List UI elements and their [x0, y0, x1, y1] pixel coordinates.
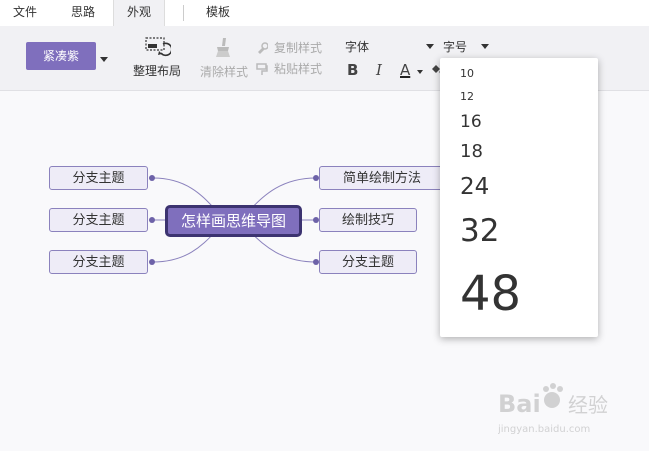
layout-label[interactable]: 整理布局 [133, 64, 182, 78]
branch-node-right-3[interactable]: 分支主题 [319, 250, 417, 274]
font-color-button[interactable]: A [400, 61, 411, 79]
branch-node-left-1[interactable]: 分支主题 [49, 166, 148, 190]
svg-text:经验: 经验 [568, 393, 608, 417]
branch-node-left-2[interactable]: 分支主题 [49, 208, 148, 232]
expand-handle-right-3[interactable] [313, 259, 319, 265]
font-size-option-16[interactable]: 16 [460, 112, 482, 132]
font-size-dropdown: 10 12 16 18 24 32 48 [440, 58, 598, 337]
tab-template[interactable]: 模板 [205, 5, 230, 19]
layout-icon[interactable] [145, 37, 171, 57]
font-size-option-10[interactable]: 10 [460, 67, 474, 80]
baidu-watermark-logo: Bai 经验 jingyan.baidu.com [498, 383, 608, 435]
tab-ideas[interactable]: 思路 [70, 5, 95, 19]
font-size-option-18[interactable]: 18 [460, 141, 483, 162]
font-size-option-32[interactable]: 32 [460, 213, 500, 249]
svg-text:jingyan.baidu.com: jingyan.baidu.com [498, 424, 590, 435]
copy-style-label: 复制样式 [274, 41, 323, 55]
italic-button[interactable]: I [376, 61, 382, 79]
paste-style-button: 粘贴样式 [256, 60, 322, 77]
font-size-chevron-down-icon[interactable] [481, 44, 489, 49]
copy-style-icon [258, 42, 268, 54]
expand-handle-left-1[interactable] [149, 175, 155, 181]
expand-handle-right-2[interactable] [313, 217, 319, 223]
font-size-option-24[interactable]: 24 [460, 174, 490, 200]
mindmap-canvas[interactable]: 分支主题 分支主题 分支主题 怎样画思维导图 简单绘制方法 绘制技巧 分支主题 [0, 91, 649, 451]
paste-style-icon [256, 63, 268, 75]
expand-handle-left-3[interactable] [149, 259, 155, 265]
paste-style-label: 粘贴样式 [274, 62, 323, 76]
tab-file[interactable]: 文件 [12, 5, 37, 19]
clear-style-label: 清除样式 [200, 65, 249, 79]
branch-node-right-2[interactable]: 绘制技巧 [319, 208, 417, 232]
tab-appearance[interactable]: 外观 [113, 0, 165, 26]
top-tab-bar: 文件 思路 外观 模板 [0, 0, 649, 26]
theme-button[interactable]: 紧凑紫 [26, 42, 96, 70]
bold-button[interactable]: B [347, 61, 359, 79]
svg-text:Bai: Bai [498, 390, 541, 418]
expand-handle-right-1[interactable] [313, 175, 319, 181]
copy-style-button: 复制样式 [256, 39, 322, 56]
tab-divider [183, 5, 184, 21]
theme-chevron-down-icon[interactable] [100, 57, 108, 62]
branch-node-right-1[interactable]: 简单绘制方法 [319, 166, 445, 190]
font-family-select[interactable]: 字体 [345, 40, 370, 54]
font-size-select[interactable]: 字号 [443, 40, 468, 54]
root-node[interactable]: 怎样画思维导图 [165, 205, 302, 237]
font-family-chevron-down-icon[interactable] [426, 44, 434, 49]
brush-icon [216, 38, 230, 57]
font-size-option-12[interactable]: 12 [460, 90, 474, 103]
expand-handle-left-2[interactable] [149, 217, 155, 223]
font-color-chevron-down-icon[interactable] [417, 70, 423, 74]
font-size-option-48[interactable]: 48 [460, 266, 522, 322]
branch-node-left-3[interactable]: 分支主题 [49, 250, 148, 274]
